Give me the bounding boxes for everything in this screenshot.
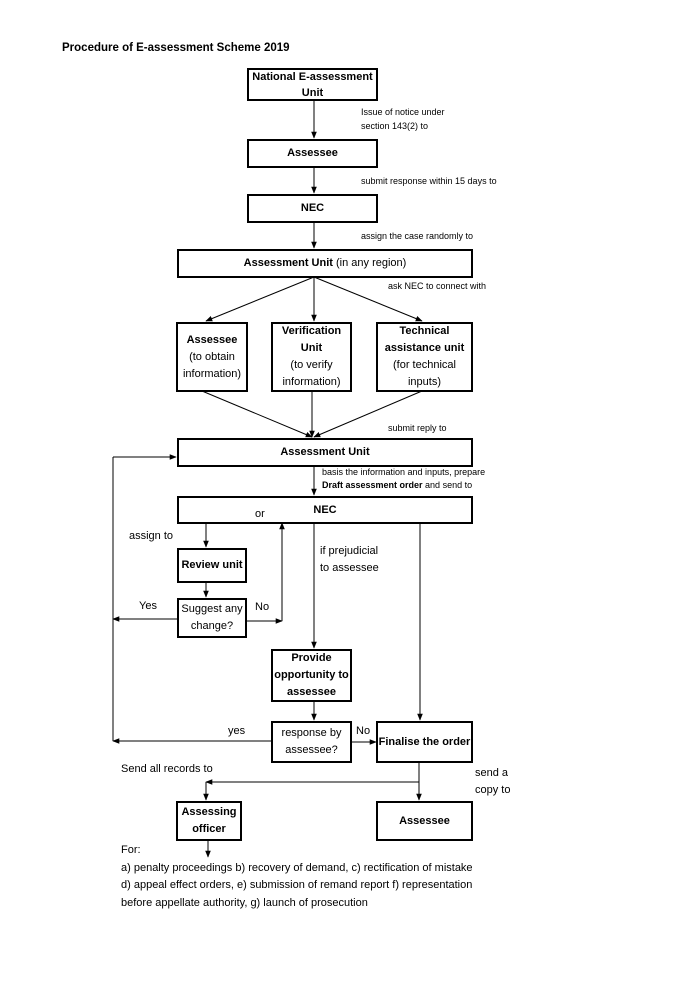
node-label-rest: (for technical inputs): [393, 359, 456, 388]
label-submit-response: submit response within 15 days to: [361, 176, 497, 186]
node-label-bold: Verification Unit: [281, 325, 342, 354]
node-label: Assessee: [287, 147, 338, 159]
node-label: NEC: [300, 202, 325, 214]
label-or: or: [255, 508, 265, 520]
arrow-au-to-assessee-info: [205, 276, 315, 322]
label-yes-response: yes: [228, 725, 246, 737]
label-ask-nec: ask NEC to connect with: [388, 281, 487, 291]
node-assessment-unit-2: Assessment Unit: [177, 438, 473, 467]
label-draft-order: Draft assessment order and send to: [322, 479, 472, 492]
label-issue-notice-2: section 143(2) to: [361, 121, 429, 131]
node-label-rest: (to obtain information): [182, 350, 242, 380]
node-finalise-order: Finalise the order: [376, 721, 473, 763]
node-label-bold: Assessee: [186, 333, 238, 346]
node-assessee-obtain-info: Assessee (to obtain information): [176, 322, 248, 392]
node-label-bold: Technical assistance unit: [384, 325, 465, 354]
node-label: Assessee: [399, 814, 450, 827]
node-label: response by assessee?: [281, 727, 342, 756]
node-review-unit: Review unit: [177, 548, 247, 583]
label-if-prejudicial: if prejudicial: [320, 545, 379, 557]
node-label-rest: (to verify information): [282, 359, 341, 388]
node-label: Review unit: [181, 559, 243, 571]
node-technical-assistance-unit: Technical assistance unit (for technical…: [376, 322, 473, 392]
node-label: Provide opportunity to assessee: [274, 652, 349, 698]
arrow-technical-to-au2: [313, 390, 423, 438]
node-provide-opportunity: Provide opportunity to assessee: [271, 649, 352, 702]
label-issue-notice: Issue of notice under: [361, 107, 445, 117]
label-assign-randomly: assign the case randomly to: [361, 231, 474, 241]
node-label: Assessment Unit: [280, 446, 370, 458]
label-no-suggest: No: [255, 601, 270, 613]
label-assign-to: assign to: [129, 530, 174, 542]
node-label: National E-assessment Unit: [252, 70, 373, 99]
node-label: Finalise the order: [378, 735, 471, 748]
node-assessee-1: Assessee: [247, 139, 378, 168]
label-no-response: No: [356, 725, 371, 737]
label-yes-suggest: Yes: [139, 600, 157, 612]
label-to-assessee: to assessee: [320, 562, 379, 574]
node-assessee-final: Assessee: [376, 801, 473, 841]
arrow-assessee-info-to-au2: [201, 390, 313, 438]
node-nec-2: NEC: [177, 496, 473, 524]
node-label: Suggest any change?: [181, 603, 243, 632]
node-suggest-any-change: Suggest any change?: [177, 598, 247, 638]
footer-notes: For: a) penalty proceedings b) recovery …: [121, 842, 481, 912]
label-submit-reply: submit reply to: [388, 423, 447, 433]
node-nec-1: NEC: [247, 194, 378, 223]
label-send-copy-2: copy to: [475, 784, 511, 796]
page-title: Procedure of E-assessment Scheme 2019: [62, 42, 290, 54]
node-label-bold: Assessment Unit: [243, 257, 333, 269]
node-national-eassessment-unit: National E-assessment Unit: [247, 68, 378, 101]
footer-for: For:: [121, 844, 141, 856]
node-response-by-assessee: response by assessee?: [271, 721, 352, 763]
node-label: NEC: [313, 503, 337, 516]
arrow-au-to-technical: [313, 276, 423, 322]
node-assessment-unit-1: Assessment Unit (in any region): [177, 249, 473, 278]
node-label: Assessing officer: [181, 806, 237, 835]
label-draft-bold: Draft assessment order: [322, 480, 423, 490]
node-label: Assessment Unit (in any region): [244, 255, 407, 272]
node-verification-unit: Verification Unit (to verify information…: [271, 322, 352, 392]
node-assessing-officer: Assessing officer: [176, 801, 242, 841]
label-send-copy: send a: [475, 767, 509, 779]
label-draft-rest: and send to: [422, 480, 473, 490]
node-label-rest: (in any region): [332, 257, 407, 269]
label-basis: basis the information and inputs, prepar…: [322, 467, 486, 477]
footer-text: a) penalty proceedings b) recovery of de…: [121, 861, 473, 909]
label-send-records: Send all records to: [121, 763, 213, 775]
